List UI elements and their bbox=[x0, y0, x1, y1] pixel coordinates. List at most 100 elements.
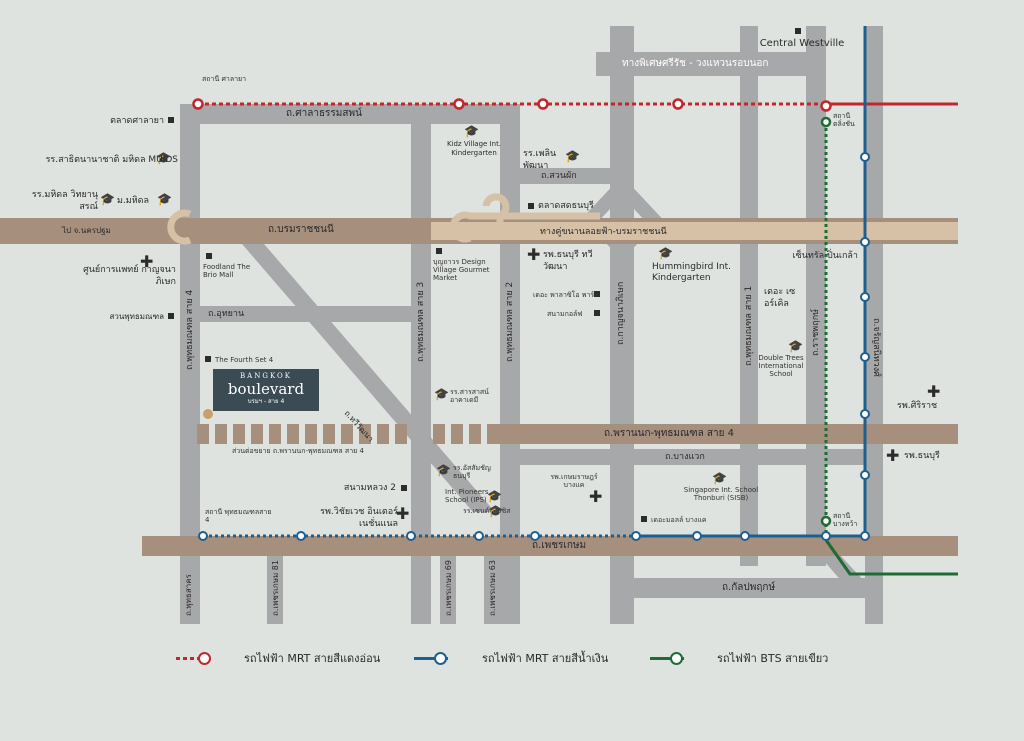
place-assumption: รร.อัสสัมชัญ ธนบุรี bbox=[453, 464, 491, 480]
place-siriraj: รพ.ศิริราช bbox=[897, 401, 938, 411]
square-marker bbox=[206, 253, 212, 259]
label-road-outer-ring: ทางพิเศษศรีรัช - วงแหวนรอบนอก bbox=[622, 58, 769, 69]
place-central-pinklao: เซ็นทรัล ปิ่นเกล้า bbox=[792, 251, 858, 261]
logo-brand-sub: บรมฯ - สาย 4 bbox=[247, 398, 285, 405]
label-road-phet-kasem-69: ถ.เพชรเกษม 69 bbox=[444, 560, 453, 616]
road-elevated-parallel bbox=[431, 222, 958, 240]
ramp-loop-west bbox=[167, 209, 192, 245]
place-the-circle: เดอะ เซอร์เคิล bbox=[764, 287, 796, 309]
place-bunthawon: บุญถาวร Design Village Gourmet Market bbox=[433, 258, 490, 282]
label-road-phet-kasem-81: ถ.เพชรเกษม 81 bbox=[271, 560, 280, 616]
road-phet-kasem-81 bbox=[267, 556, 283, 624]
square-marker bbox=[401, 485, 407, 491]
project-location-pin bbox=[203, 409, 213, 419]
station-marker bbox=[406, 531, 416, 541]
label-road-phutthamonthon-3: ถ.พุทธมณฑล สาย 3 bbox=[416, 281, 426, 362]
station-marker bbox=[692, 531, 702, 541]
school-icon: 🎓 bbox=[157, 192, 172, 206]
place-central-westville: Central Westville bbox=[759, 38, 845, 49]
place-fourth-set: The Fourth Set 4 bbox=[215, 356, 274, 364]
label-road-borommaratchachonnani: ถ.บรมราชชนนี bbox=[268, 224, 334, 235]
road-kanlapaphruek bbox=[610, 578, 883, 598]
square-marker bbox=[436, 248, 442, 254]
place-mahidol-wittayanusorn: รร.มหิดล วิทยานุสรณ์ bbox=[31, 190, 98, 212]
place-singapore-school: Singapore Int. School Thonburi (SISB) bbox=[683, 486, 759, 502]
station-marker bbox=[537, 98, 549, 110]
ramp-loop-north bbox=[482, 193, 510, 240]
label-station-phutthamonthon-4: สถานี พุทธมณฑลสาย 4 bbox=[205, 508, 272, 524]
road-phet-kasem bbox=[142, 536, 958, 556]
school-icon: 🎓 bbox=[788, 339, 803, 353]
road-phet-kasem-69 bbox=[440, 556, 456, 624]
label-road-phutthasakhon: ถ.พุทธสาคร bbox=[184, 574, 193, 616]
station-marker bbox=[530, 531, 540, 541]
station-marker bbox=[820, 100, 832, 112]
road-outer-ring bbox=[596, 52, 826, 76]
label-to-nakhon-pathom: ไป จ.นครปฐม bbox=[62, 226, 111, 235]
school-icon: 🎓 bbox=[712, 471, 727, 485]
place-talat-sadaen-buri: ตลาดสดธนบุรี bbox=[538, 201, 594, 211]
station-marker bbox=[860, 352, 870, 362]
project-logo: BANGKOK boulevard บรมฯ - สาย 4 bbox=[213, 369, 319, 411]
hospital-icon: ✚ bbox=[886, 446, 900, 465]
square-marker bbox=[168, 117, 174, 123]
legend-label-blue: รถไฟฟ้า MRT สายสีน้ำเงิน bbox=[482, 652, 609, 665]
place-palazzo-park: เดอะ พาลาซิโอ พาร์ค bbox=[533, 291, 599, 299]
square-marker bbox=[641, 516, 647, 522]
label-road-sala-thammasop: ถ.ศาลาธรรมสพน์ bbox=[286, 108, 362, 119]
school-icon: 🎓 bbox=[100, 192, 115, 206]
hospital-icon: ✚ bbox=[527, 245, 541, 264]
square-marker bbox=[205, 356, 211, 362]
mrt-pink-stations bbox=[192, 98, 832, 112]
road-interchange-diamond bbox=[582, 175, 662, 261]
school-icon: 🎓 bbox=[434, 387, 449, 401]
square-marker bbox=[594, 291, 600, 297]
legend-line-blue bbox=[414, 657, 448, 660]
school-icon: 🎓 bbox=[488, 504, 503, 518]
station-marker bbox=[860, 292, 870, 302]
bts-green-line-solid bbox=[824, 539, 958, 576]
place-golf: สนามกอล์ฟ bbox=[547, 310, 583, 318]
station-marker bbox=[820, 116, 832, 128]
legend-marker-blue bbox=[434, 652, 447, 665]
label-road-phet-kasem-63: ถ.เพชรเกษม 63 bbox=[488, 560, 497, 616]
road-extension-dashed bbox=[197, 424, 495, 444]
place-thonburi-hospital: รพ.ธนบุรี bbox=[904, 451, 940, 461]
legend-label-pink: รถไฟฟ้า MRT สายสีแดงอ่อน bbox=[244, 652, 381, 665]
place-mahidol-univ: ม.มหิดล bbox=[117, 196, 150, 206]
label-road-elevated: ทางคู่ขนานลอยฟ้า-บรมราชชนนี bbox=[540, 227, 667, 237]
station-marker bbox=[821, 531, 831, 541]
mrt-blue-stations bbox=[198, 152, 870, 541]
square-marker bbox=[795, 28, 801, 34]
bts-stations bbox=[820, 116, 832, 527]
square-marker bbox=[168, 313, 174, 319]
station-marker bbox=[860, 531, 870, 541]
place-muids: รร.สาธิตนานาชาติ มหิดล MUIDS bbox=[45, 155, 178, 165]
place-sainamphueng: รร.เซนต์ฟรังซิส bbox=[463, 507, 511, 515]
place-phloen-phatthana: รร.เพลิน พัฒนา bbox=[523, 149, 557, 171]
station-marker bbox=[860, 409, 870, 419]
station-marker bbox=[820, 515, 832, 527]
road-kanchanaphisek bbox=[610, 26, 634, 624]
road-phran-nok bbox=[495, 424, 958, 444]
label-road-phutthamonthon-2: ถ.พุทธมณฑล สาย 2 bbox=[505, 281, 515, 362]
place-vibhavadi: รพ.วิชัยเวช อินเตอร์เนชั่นแนล bbox=[320, 507, 398, 529]
road-sala-thammasop bbox=[180, 104, 518, 124]
legend-marker-pink bbox=[198, 652, 211, 665]
school-icon: 🎓 bbox=[658, 246, 673, 260]
square-marker bbox=[594, 310, 600, 316]
school-icon: 🎓 bbox=[436, 463, 451, 477]
hospital-icon: ✚ bbox=[396, 504, 410, 523]
place-talat-sala-ya: ตลาดศาลายา bbox=[110, 116, 164, 126]
label-road-suan-phak: ถ.สวนผัก bbox=[541, 171, 577, 181]
station-marker bbox=[474, 531, 484, 541]
school-icon: 🎓 bbox=[464, 124, 479, 138]
place-double-trees: Double Trees International School bbox=[758, 354, 804, 378]
school-icon: 🎓 bbox=[156, 151, 171, 165]
bts-green-line bbox=[824, 122, 958, 576]
legend-line-pink bbox=[176, 657, 210, 660]
place-sanam-luang-2: สนามหลวง 2 bbox=[343, 483, 396, 493]
square-marker bbox=[528, 203, 534, 209]
label-road-phet-kasem: ถ.เพชรเกษม bbox=[532, 540, 587, 551]
